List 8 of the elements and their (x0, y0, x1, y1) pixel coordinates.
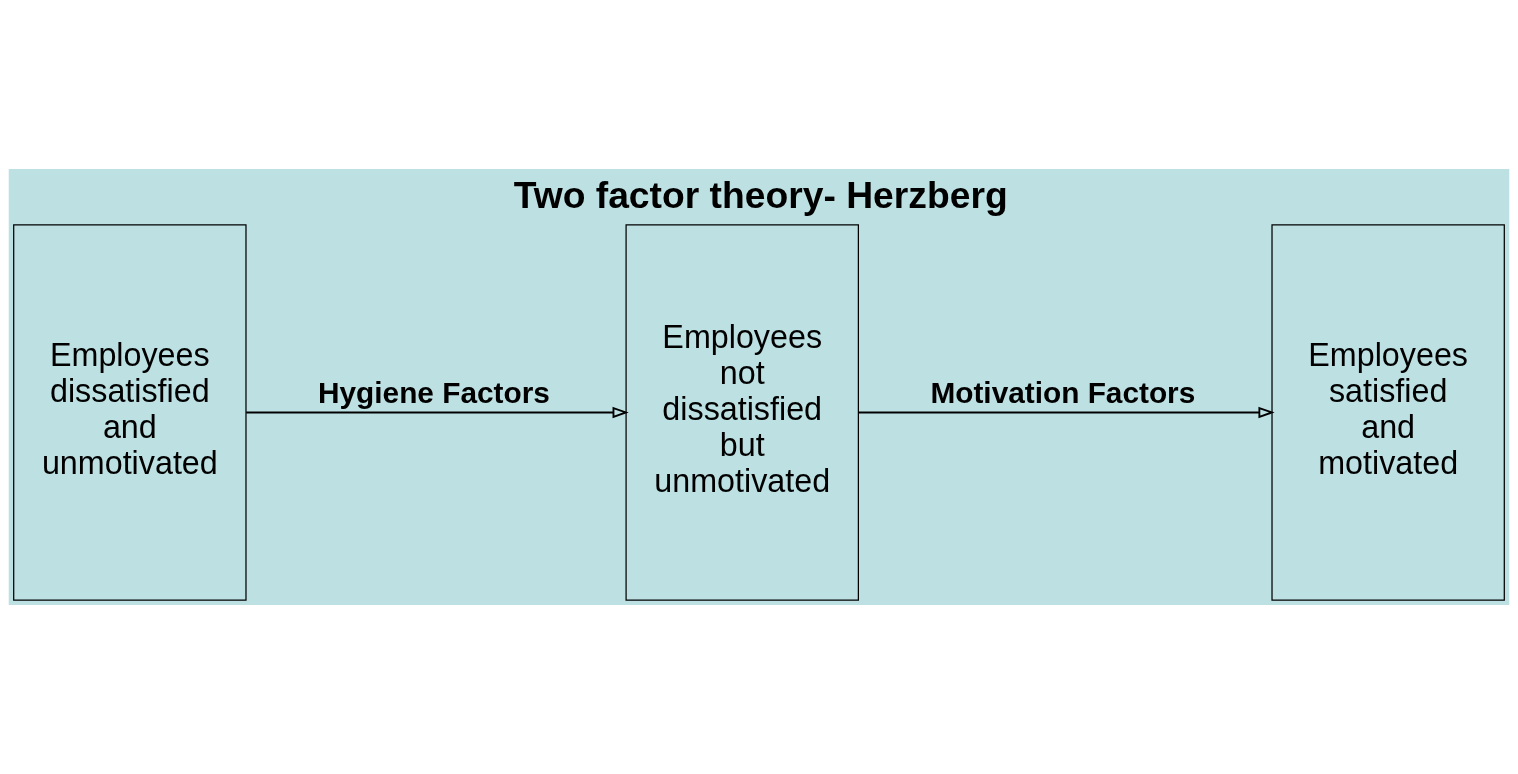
arrow (245, 406, 629, 419)
node-box: Employees not dissatisfied but unmotivated (625, 224, 859, 601)
edge-label: Motivation Factors (930, 375, 1196, 409)
edge-label: Hygiene Factors (318, 375, 550, 409)
diagram-title: Two factor theory- Herzberg (513, 173, 1008, 216)
node-box: Employees dissatisfied and unmotivated (13, 224, 247, 601)
arrow (857, 406, 1275, 419)
node-box: Employees satisfied and motivated (1271, 224, 1505, 601)
